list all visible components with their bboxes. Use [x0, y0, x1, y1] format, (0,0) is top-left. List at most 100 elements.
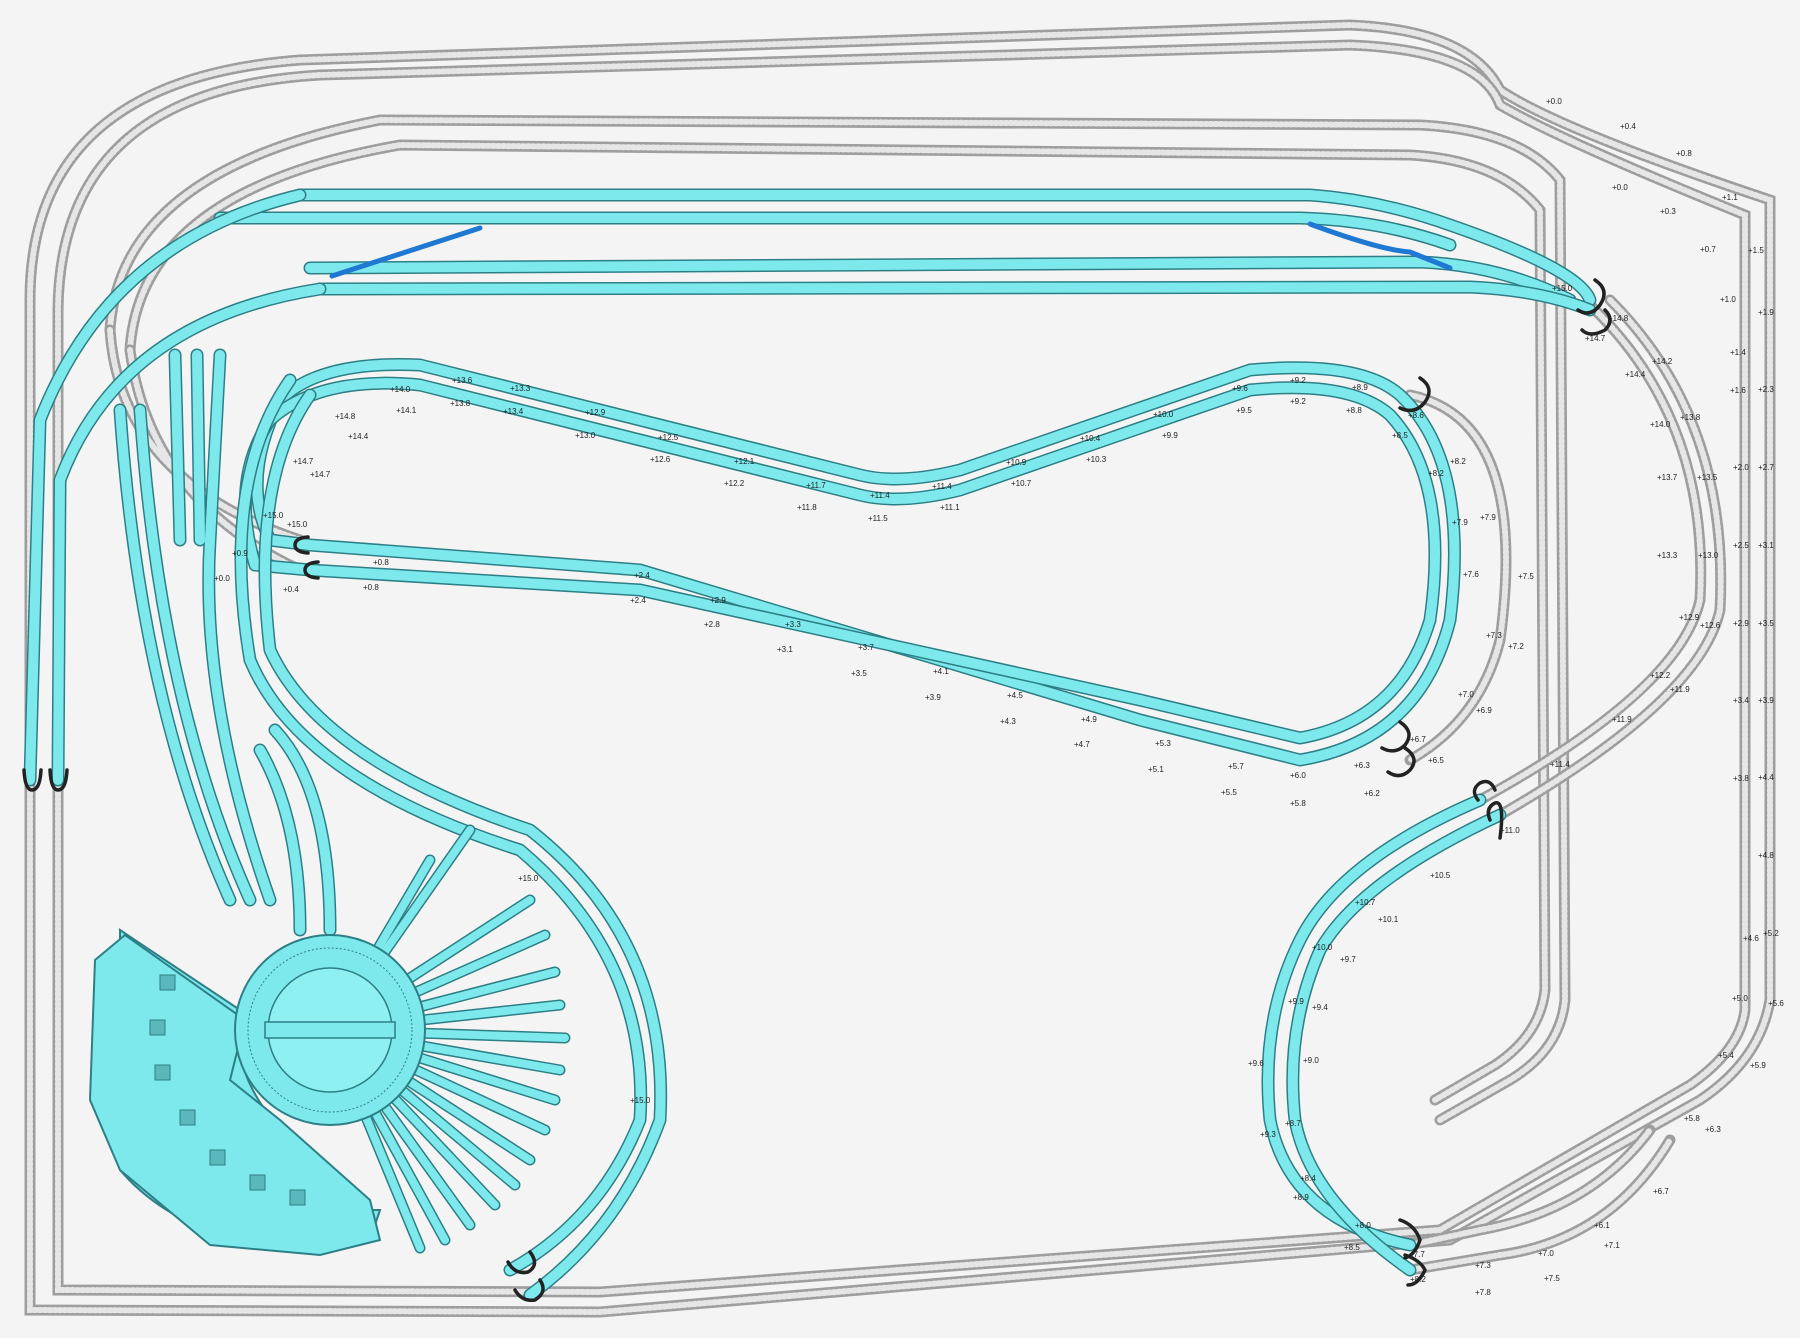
grade-label: +10.3 — [1086, 455, 1107, 464]
grade-label: +13.3 — [1657, 551, 1678, 560]
grade-label: +2.5 — [1733, 541, 1749, 550]
grade-label: +9.3 — [1260, 1130, 1276, 1139]
connector-icon — [1472, 779, 1497, 802]
grade-label: +5.2 — [1763, 929, 1779, 938]
cyan-yard-track-4-fill — [315, 282, 1595, 315]
grade-label: +15.0 — [518, 874, 539, 883]
grey-track-upper-loop-end-ties — [1407, 392, 1509, 763]
grey-track-return-right-2-ties — [1497, 297, 1724, 818]
grey-track-outer-ties — [27, 21, 1773, 1316]
grade-label: +4.4 — [1758, 773, 1774, 782]
grade-label: +9.6 — [1248, 1059, 1264, 1068]
cyan-left-loop-outer-fill — [236, 375, 646, 1275]
grade-label: +0.3 — [1660, 207, 1676, 216]
cyan-left-descent-1-fill — [25, 190, 305, 785]
grade-label: +6.2 — [1364, 789, 1380, 798]
grade-label: +13.8 — [1680, 413, 1701, 422]
grade-label: +2.8 — [704, 620, 720, 629]
grade-label: +4.8 — [1758, 851, 1774, 860]
turntable-ring — [247, 947, 413, 1113]
grade-label: +11.4 — [1550, 760, 1570, 769]
grade-label: +1.5 — [1748, 246, 1764, 255]
grade-label: +3.9 — [925, 693, 941, 702]
grade-label: +8.5 — [1392, 431, 1408, 440]
grade-label: +10.7 — [1355, 898, 1376, 907]
grade-label: +14.4 — [1625, 370, 1646, 379]
grade-label: +7.0 — [1538, 1249, 1554, 1258]
grade-labels: +0.0 +0.4 +0.8 +1.1 +1.5 +1.9 +2.3 +2.7 … — [214, 97, 1784, 1297]
grade-label: +6.3 — [1705, 1125, 1721, 1134]
grey-track-return-right-2 — [1494, 294, 1727, 821]
grade-label: +6.5 — [1428, 756, 1444, 765]
grade-label: +7.6 — [1463, 570, 1479, 579]
grade-label: +14.0 — [1650, 420, 1671, 429]
cyan-spur-tracks — [113, 348, 337, 937]
grade-label: +5.8 — [1684, 1114, 1700, 1123]
turntable-bridge — [264, 1021, 396, 1039]
grade-label: +12.6 — [650, 455, 671, 464]
grade-label: +0.9 — [232, 549, 248, 558]
grade-label: +7.5 — [1518, 572, 1534, 581]
grade-label: +12.1 — [734, 457, 755, 466]
connector-icon — [303, 560, 320, 580]
grade-label: +1.6 — [1730, 386, 1746, 395]
grade-label: +10.0 — [1153, 410, 1174, 419]
connector-icon — [1380, 720, 1411, 753]
grade-label: +9.9 — [1162, 431, 1178, 440]
grade-label: +11.1 — [940, 503, 960, 512]
grade-label: +7.3 — [1486, 631, 1502, 640]
grade-label: +4.1 — [933, 667, 949, 676]
grade-label: +9.5 — [1236, 406, 1252, 415]
grade-label: +0.8 — [363, 583, 379, 592]
grade-label: +9.9 — [1288, 997, 1304, 1006]
grade-label: +7.9 — [1480, 513, 1496, 522]
blue-highlight-left — [329, 225, 483, 279]
cyan-left-descent-2-fill — [53, 284, 325, 785]
track-connectors — [22, 278, 1612, 1303]
grade-label: +2.3 — [1758, 385, 1774, 394]
grade-label: +8.2 — [1450, 457, 1466, 466]
cyan-left-loop-inner-fill — [260, 390, 666, 1300]
grade-label: +14.7 — [293, 457, 314, 466]
grade-label: +3.7 — [858, 643, 874, 652]
connector-icon — [293, 535, 310, 555]
grade-label: +15.0 — [1552, 284, 1573, 293]
grade-label: +15.0 — [263, 511, 284, 520]
grade-label: +15.0 — [630, 1096, 651, 1105]
grade-label: +10.0 — [1312, 943, 1333, 952]
grade-label: +3.5 — [1758, 619, 1774, 628]
cyan-yard-track-1-fill — [295, 190, 1595, 305]
grade-label: +6.3 — [1354, 761, 1370, 770]
grade-label: +11.0 — [1500, 826, 1520, 835]
grade-label: +13.8 — [450, 399, 471, 408]
grade-label: +9.0 — [1303, 1056, 1319, 1065]
grade-label: +6.7 — [1410, 735, 1426, 744]
grade-label: +11.9 — [1670, 685, 1690, 694]
cyan-upper-loop-inner — [238, 376, 1442, 745]
grade-label: +15.0 — [287, 520, 308, 529]
grade-label: +0.8 — [373, 558, 389, 567]
grade-label: +2.9 — [710, 596, 726, 605]
grade-label: +14.7 — [1585, 334, 1606, 343]
connector-icon — [1580, 308, 1612, 336]
grade-label: +14.7 — [310, 470, 331, 479]
grade-label: +12.9 — [585, 408, 606, 417]
roundhouse-stall-markers — [149, 974, 306, 1206]
grade-label: +5.0 — [1732, 994, 1748, 1003]
grade-label: +9.2 — [1290, 376, 1306, 385]
grade-label: +14.2 — [1652, 357, 1673, 366]
grade-label: +8.9 — [1293, 1193, 1309, 1202]
grade-label: +2.0 — [1733, 463, 1749, 472]
grade-label: +14.0 — [390, 385, 411, 394]
grade-label: +4.7 — [1074, 740, 1090, 749]
grade-label: +2.4 — [630, 596, 646, 605]
grade-label: +13.0 — [575, 431, 596, 440]
cyan-spiral-inner-fill — [1287, 810, 1505, 1275]
grade-label: +6.7 — [1653, 1187, 1669, 1196]
connector-icon — [506, 1250, 537, 1275]
grade-label: +6.9 — [1476, 706, 1492, 715]
grade-label: +12.6 — [1700, 621, 1721, 630]
grade-label: +4.6 — [1743, 934, 1759, 943]
connector-icon — [48, 768, 69, 792]
grade-label: +5.3 — [1155, 739, 1171, 748]
